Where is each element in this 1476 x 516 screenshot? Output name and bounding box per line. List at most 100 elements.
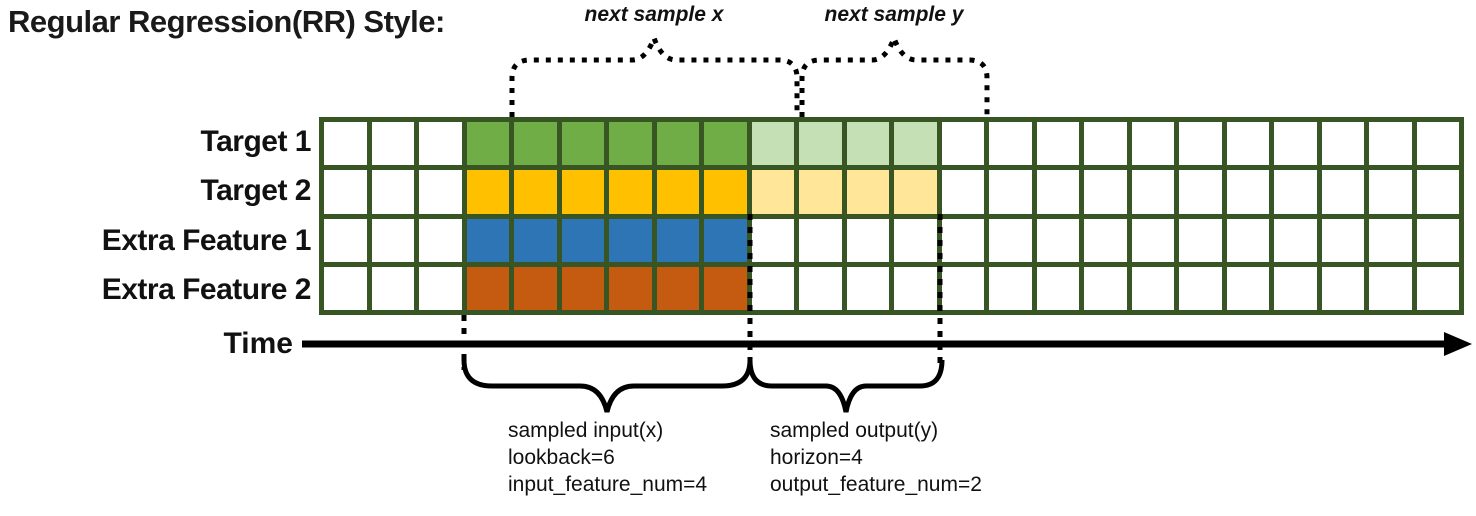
grid-cell: [1131, 218, 1174, 262]
sample-grid: [319, 117, 1464, 315]
grid-cell: [1321, 122, 1364, 166]
grid-cell: [799, 266, 842, 310]
grid-cell: [941, 266, 984, 310]
grid-cell: [1036, 266, 1079, 310]
grid-cell: [466, 122, 509, 166]
grid-cell: [989, 170, 1032, 214]
grid-cell: [751, 170, 794, 214]
grid-cell: [466, 266, 509, 310]
grid-cell: [656, 170, 699, 214]
grid-cell: [846, 170, 889, 214]
grid-cell: [561, 122, 604, 166]
grid-cell: [1084, 266, 1127, 310]
grid-cell: [324, 218, 367, 262]
grid-cell: [704, 218, 747, 262]
grid-cell: [466, 218, 509, 262]
grid-cell: [1321, 218, 1364, 262]
grid-cell: [989, 122, 1032, 166]
grid-cell: [1084, 218, 1127, 262]
grid-cell: [1179, 266, 1222, 310]
grid-cell: [514, 170, 557, 214]
grid-cell: [609, 266, 652, 310]
grid-cell: [1084, 122, 1127, 166]
sampled-input-line: sampled input(x): [508, 419, 664, 442]
grid-cell: [419, 218, 462, 262]
grid-cell: [371, 170, 414, 214]
grid-cell: [1179, 170, 1222, 214]
grid-cell: [941, 218, 984, 262]
grid-cell: [1369, 122, 1412, 166]
input-feature-num-line: input_feature_num=4: [508, 473, 708, 496]
grid-cell: [1274, 170, 1317, 214]
row-label-target-1: Target 1: [200, 124, 312, 158]
grid-cell: [799, 122, 842, 166]
grid-cell: [419, 266, 462, 310]
grid-cell: [561, 218, 604, 262]
grid-cell: [514, 122, 557, 166]
grid-cell: [561, 170, 604, 214]
grid-cell: [371, 218, 414, 262]
grid-cell: [1416, 122, 1459, 166]
grid-cell: [656, 122, 699, 166]
grid-cell: [941, 122, 984, 166]
grid-cell: [1369, 170, 1412, 214]
grid-cell: [1036, 218, 1079, 262]
sampled-output-brace: [747, 359, 945, 413]
grid-cell: [609, 170, 652, 214]
grid-cell: [1369, 266, 1412, 310]
grid-cell: [894, 266, 937, 310]
grid-cell: [1131, 266, 1174, 310]
grid-cell: [1416, 170, 1459, 214]
grid-cell: [1369, 218, 1412, 262]
time-arrow-head: [1444, 332, 1472, 356]
next-sample-y-brace: [799, 30, 990, 117]
sampled-output-caption: sampled output(y) horizon=4 output_featu…: [770, 417, 982, 498]
next-sample-y-label: next sample y: [824, 3, 964, 26]
grid-cell: [846, 122, 889, 166]
grid-cell: [466, 170, 509, 214]
grid-cell: [609, 218, 652, 262]
grid-cell: [1036, 170, 1079, 214]
grid-cell: [609, 122, 652, 166]
sampled-input-caption: sampled input(x) lookback=6 input_featur…: [508, 417, 707, 498]
grid-cell: [324, 266, 367, 310]
next-sample-x-brace: [509, 30, 800, 117]
grid-cell: [324, 122, 367, 166]
grid-cell: [894, 218, 937, 262]
time-axis-label: Time: [223, 327, 293, 360]
grid-cell: [1131, 122, 1174, 166]
grid-cell: [1036, 122, 1079, 166]
grid-cell: [1416, 218, 1459, 262]
row-label-target-2: Target 2: [200, 174, 312, 208]
grid-cell: [989, 218, 1032, 262]
grid-cell: [371, 122, 414, 166]
grid-cell: [1179, 218, 1222, 262]
grid-cell: [514, 218, 557, 262]
grid-cell: [1226, 218, 1269, 262]
grid-cell: [419, 122, 462, 166]
grid-cell: [514, 266, 557, 310]
grid-cell: [1321, 170, 1364, 214]
grid-cell: [941, 170, 984, 214]
grid-cell: [846, 266, 889, 310]
grid-cell: [419, 170, 462, 214]
next-sample-x-label: next sample x: [584, 3, 724, 26]
grid-cell: [1416, 266, 1459, 310]
grid-cell: [799, 170, 842, 214]
page-title: Regular Regression(RR) Style:: [8, 4, 445, 39]
grid-cell: [799, 218, 842, 262]
horizon-line: horizon=4: [770, 446, 863, 469]
grid-cell: [1274, 122, 1317, 166]
grid-cell: [371, 266, 414, 310]
sampled-output-line: sampled output(y): [770, 419, 939, 442]
grid-cell: [704, 266, 747, 310]
grid-cell: [1131, 170, 1174, 214]
grid-cell: [704, 122, 747, 166]
grid-cell: [324, 170, 367, 214]
row-label-extra-feature-2: Extra Feature 2: [101, 273, 312, 307]
grid-cell: [1274, 218, 1317, 262]
grid-cell: [751, 218, 794, 262]
grid-cell: [1226, 170, 1269, 214]
sampled-input-brace: [461, 359, 753, 413]
